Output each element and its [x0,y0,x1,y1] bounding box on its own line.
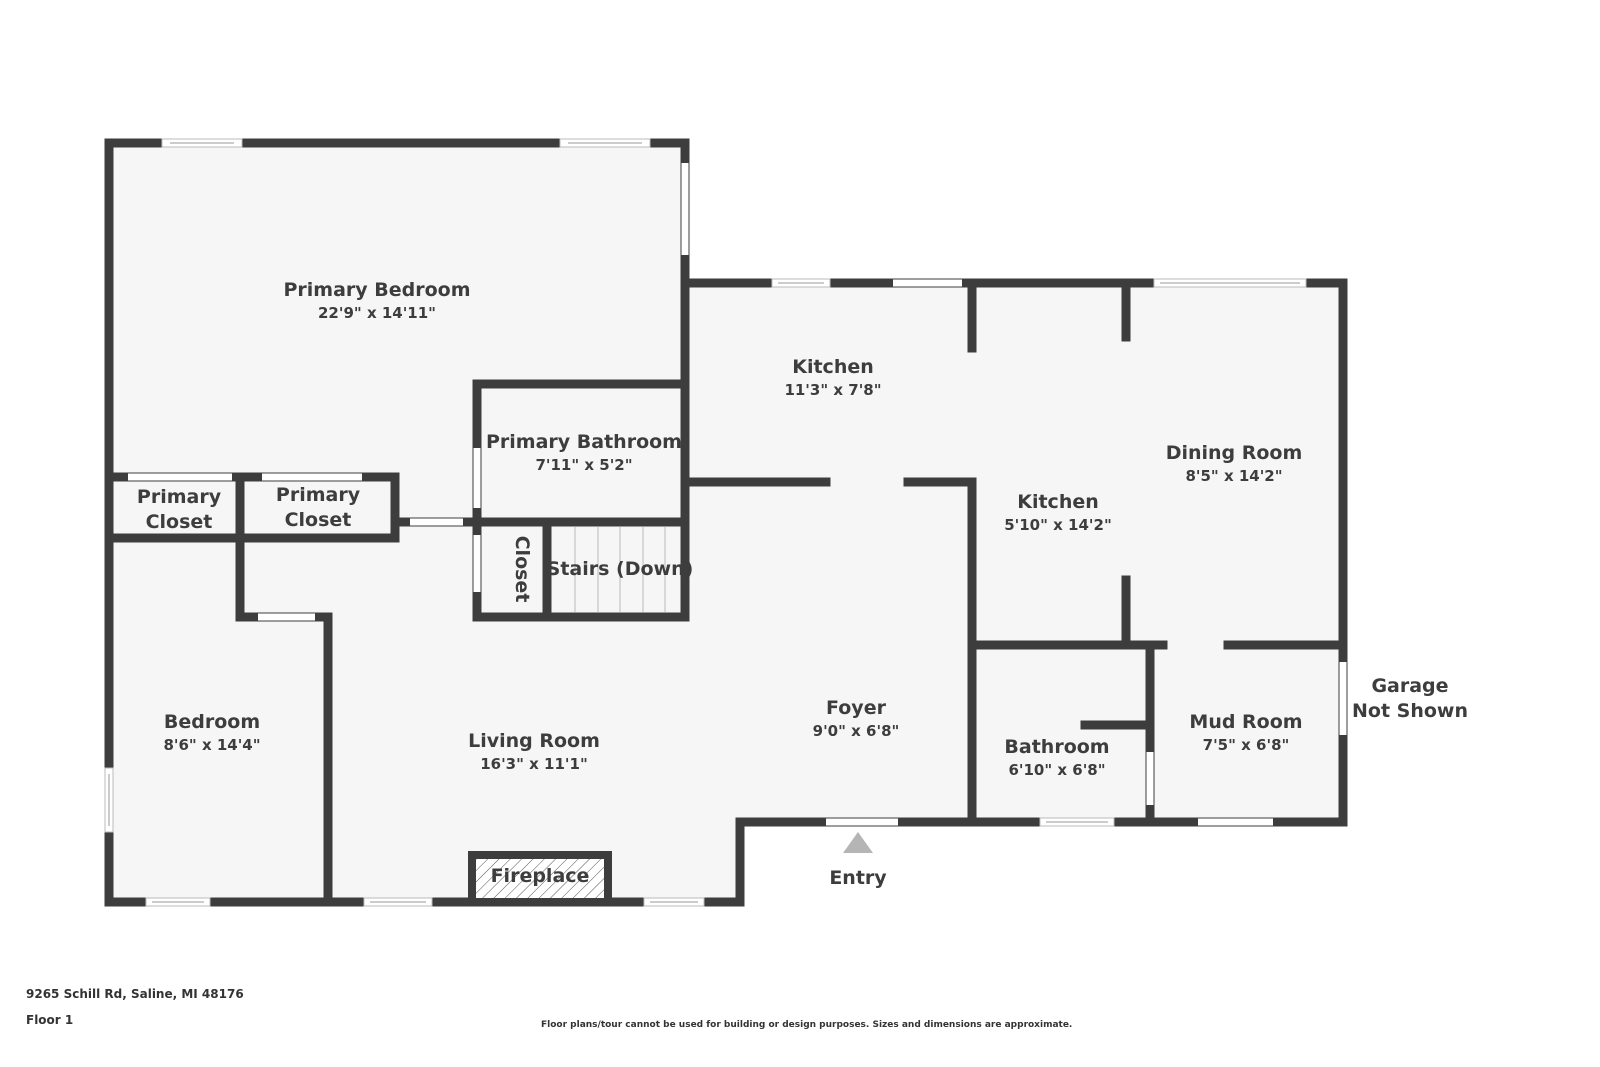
room-name-closet: Closet [511,536,533,603]
room-dim-foyer: 9'0" x 6'8" [813,722,900,740]
room-name-bedroom: Bedroom [164,711,260,733]
room-name-kitchen-2: Kitchen [1017,491,1099,513]
entry-label: Entry [829,867,887,889]
address: 9265 Schill Rd, Saline, MI 48176 [26,987,244,1001]
room-name-primary-closet-2: Primary [276,484,361,506]
room-name-dining-room: Dining Room [1166,442,1303,464]
fireplace [468,851,612,906]
room-dim-bedroom: 8'6" x 14'4" [163,736,260,754]
garage-note-line2: Not Shown [1352,700,1468,722]
room-dim-living-room: 16'3" x 11'1" [480,755,588,773]
floor-area [109,143,1343,902]
room-name-primary-bedroom: Primary Bedroom [283,279,470,301]
room-dim-mud-room: 7'5" x 6'8" [1203,736,1290,754]
room-name-mud-room: Mud Room [1189,711,1302,733]
garage-note-line1: Garage [1371,675,1448,697]
room-name-fireplace: Fireplace [491,865,590,887]
room-name-primary-closet-1-line2: Closet [146,511,213,533]
stair-treads [574,527,666,612]
disclaimer: Floor plans/tour cannot be used for buil… [541,1020,1073,1030]
room-name-primary-bathroom: Primary Bathroom [486,431,682,453]
room-dim-kitchen-1: 11'3" x 7'8" [784,381,881,399]
entry-arrow-icon [843,832,873,853]
room-dim-primary-bedroom: 22'9" x 14'11" [318,304,436,322]
room-dim-bathroom: 6'10" x 6'8" [1008,761,1105,779]
windows [104,138,1307,907]
room-name-kitchen-1: Kitchen [792,356,874,378]
room-name-stairs: Stairs (Down) [547,558,694,580]
door-openings [128,163,1347,826]
room-dim-kitchen-2: 5'10" x 14'2" [1004,516,1112,534]
room-dim-dining-room: 8'5" x 14'2" [1185,467,1282,485]
room-name-foyer: Foyer [826,697,887,719]
room-name-primary-closet-1: Primary [137,486,222,508]
room-dim-primary-bathroom: 7'11" x 5'2" [535,456,632,474]
floor-label: Floor 1 [26,1013,74,1027]
room-name-bathroom: Bathroom [1004,736,1109,758]
room-name-primary-closet-2-line2: Closet [285,509,352,531]
room-name-living-room: Living Room [468,730,600,752]
